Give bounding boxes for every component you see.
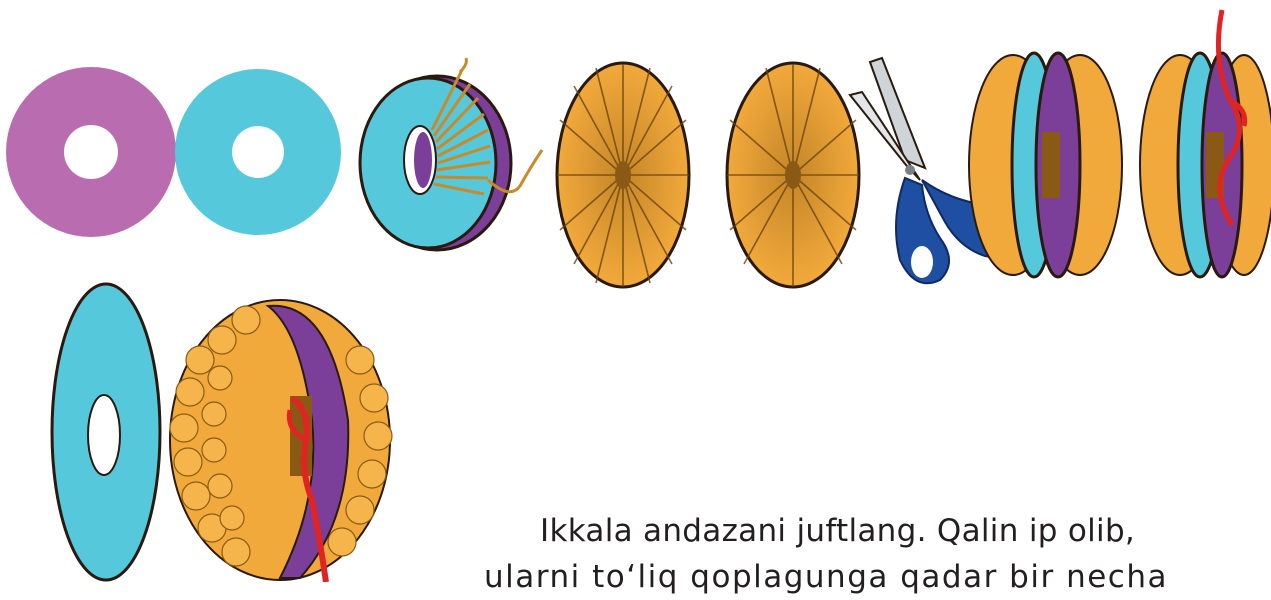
instruction-line-1: Ikkala andazani juftlang. Qalin ip olib,: [470, 508, 1230, 554]
instruction-line-2: ularni to‘liq qoplagunga qadar bir necha: [470, 554, 1230, 600]
tying-red-thread-icon: [1140, 10, 1271, 277]
finished-pompom-icon: [170, 300, 392, 582]
pink-cardboard-ring-icon: [6, 67, 176, 237]
removed-cyan-ring-icon: [52, 284, 160, 580]
cyan-cardboard-ring-icon: [175, 69, 341, 235]
wrapped-yarn-disc-icon: [557, 63, 689, 287]
separated-discs-icon: [969, 53, 1122, 277]
wrapping-yarn-ring-icon: [360, 58, 542, 250]
pompom-steps-illustration: [0, 0, 1271, 582]
instruction-text: Ikkala andazani juftlang. Qalin ip olib,…: [470, 508, 1230, 600]
